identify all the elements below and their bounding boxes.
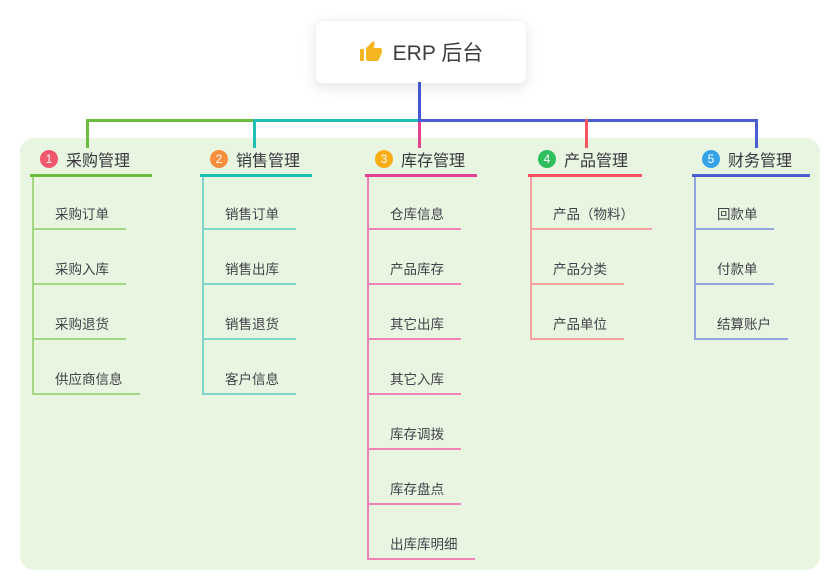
connector-line [86,119,89,148]
branch-number-badge: 4 [538,150,556,168]
connector-line [694,228,774,230]
connector-line [202,393,296,395]
connector-line [692,174,810,177]
branch-title-label: 财务管理 [728,153,793,170]
connector-line [367,558,475,560]
connector-line [528,174,642,177]
connector-line [418,119,758,122]
child-node[interactable]: 产品单位 [553,317,607,332]
connector-line [755,119,758,148]
connector-line [694,177,696,340]
child-node[interactable]: 结算账户 [717,317,771,332]
child-node[interactable]: 回款单 [717,207,758,222]
child-node[interactable]: 采购订单 [55,207,109,222]
connector-line [694,283,774,285]
branch-number-badge: 1 [40,150,58,168]
child-node[interactable]: 供应商信息 [55,372,123,387]
branch-node-1[interactable]: 1 采购管理 [40,148,130,170]
branch-number-badge: 3 [375,150,393,168]
connector-line [202,228,296,230]
connector-line [32,283,126,285]
connector-line [418,82,421,122]
connector-line [367,393,461,395]
connector-line [585,119,588,148]
connector-line [32,393,140,395]
child-node[interactable]: 其它入库 [390,372,444,387]
connector-line [202,338,296,340]
child-node[interactable]: 库存调拨 [390,427,444,442]
branch-title-label: 产品管理 [564,153,629,170]
branch-title-label: 销售管理 [236,153,301,170]
connector-line [32,177,34,395]
branch-title-label: 库存管理 [401,153,466,170]
child-node[interactable]: 其它出库 [390,317,444,332]
connector-line [32,338,126,340]
connector-line [365,174,477,177]
connector-line [530,177,532,340]
branch-number-badge: 2 [210,150,228,168]
branch-node-2[interactable]: 2 销售管理 [210,148,300,170]
child-node[interactable]: 付款单 [717,262,758,277]
child-node[interactable]: 采购退货 [55,317,109,332]
child-node[interactable]: 销售退货 [225,317,279,332]
thumbs-up-icon [359,40,383,64]
connector-line [367,228,461,230]
root-node-label: ERP 后台 [392,42,484,65]
child-node[interactable]: 销售订单 [225,207,279,222]
connector-line [694,338,788,340]
branch-number-badge: 5 [702,150,720,168]
connector-line [32,228,126,230]
branches-panel [20,138,820,570]
branch-title-label: 采购管理 [66,153,131,170]
connector-line [86,119,253,122]
connector-line [530,338,624,340]
connector-line [418,122,421,148]
connector-line [367,448,461,450]
connector-line [530,228,652,230]
child-node[interactable]: 出库库明细 [390,537,458,552]
connector-line [253,119,256,148]
connector-line [202,177,204,395]
connector-line [367,503,461,505]
connector-line [367,177,369,560]
root-node[interactable]: ERP 后台 [315,20,527,84]
child-node[interactable]: 采购入库 [55,262,109,277]
branch-node-3[interactable]: 3 库存管理 [375,148,465,170]
connector-line [530,283,624,285]
child-node[interactable]: 销售出库 [225,262,279,277]
child-node[interactable]: 产品库存 [390,262,444,277]
child-node[interactable]: 客户信息 [225,372,279,387]
child-node[interactable]: 仓库信息 [390,207,444,222]
branch-node-5[interactable]: 5 财务管理 [702,148,792,170]
connector-line [367,338,461,340]
connector-line [367,283,461,285]
connector-line [253,119,418,122]
connector-line [202,283,296,285]
connector-line [30,174,152,177]
branch-node-4[interactable]: 4 产品管理 [538,148,628,170]
connector-line [200,174,312,177]
child-node[interactable]: 库存盘点 [390,482,444,497]
child-node[interactable]: 产品分类 [553,262,607,277]
child-node[interactable]: 产品（物料） [553,207,634,222]
